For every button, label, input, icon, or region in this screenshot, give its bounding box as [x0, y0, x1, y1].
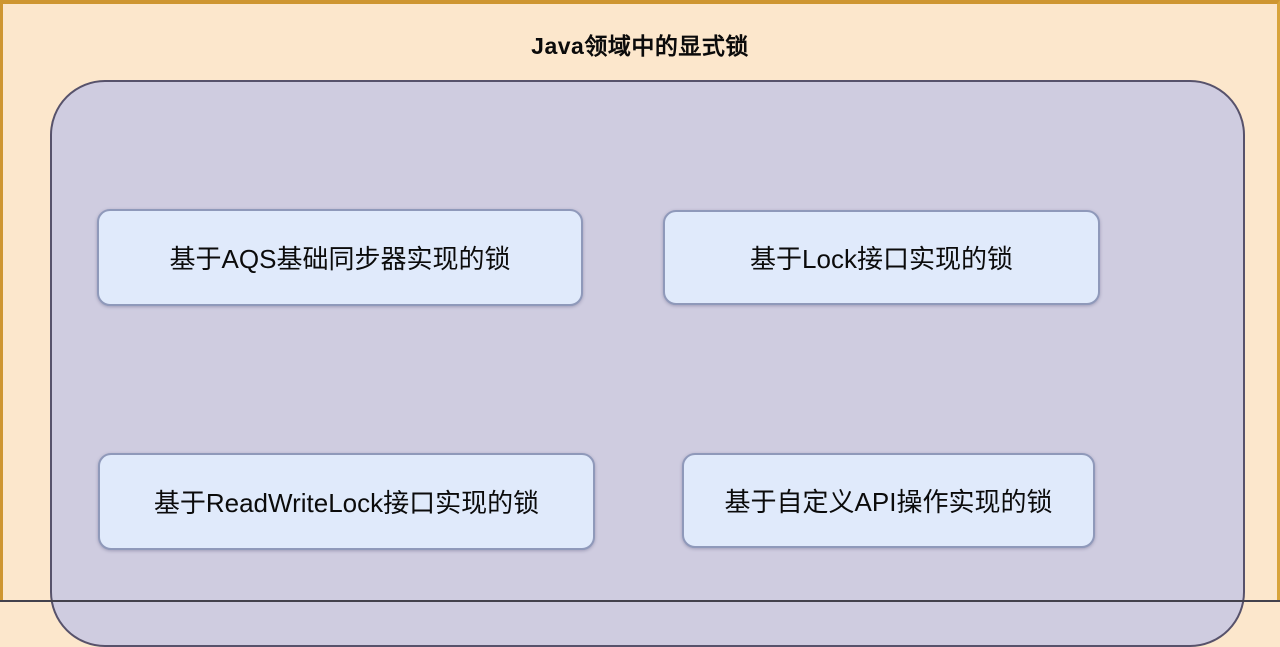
- node-readwritelock-interface-lock-label: 基于ReadWriteLock接口实现的锁: [153, 488, 540, 518]
- node-aqs-based-lock: 基于AQS基础同步器实现的锁: [97, 209, 583, 306]
- diagram-title: Java领域中的显式锁: [531, 33, 749, 59]
- bottom-cut-edge: [0, 600, 1280, 602]
- node-lock-interface-lock: 基于Lock接口实现的锁: [663, 210, 1100, 305]
- node-aqs-based-lock-label: 基于AQS基础同步器实现的锁: [169, 244, 511, 274]
- node-custom-api-lock-label: 基于自定义API操作实现的锁: [724, 487, 1053, 517]
- node-custom-api-lock: 基于自定义API操作实现的锁: [682, 453, 1095, 548]
- node-lock-interface-lock-label: 基于Lock接口实现的锁: [750, 244, 1013, 274]
- node-readwritelock-interface-lock: 基于ReadWriteLock接口实现的锁: [98, 453, 595, 550]
- explicit-locks-group-container: [50, 80, 1245, 647]
